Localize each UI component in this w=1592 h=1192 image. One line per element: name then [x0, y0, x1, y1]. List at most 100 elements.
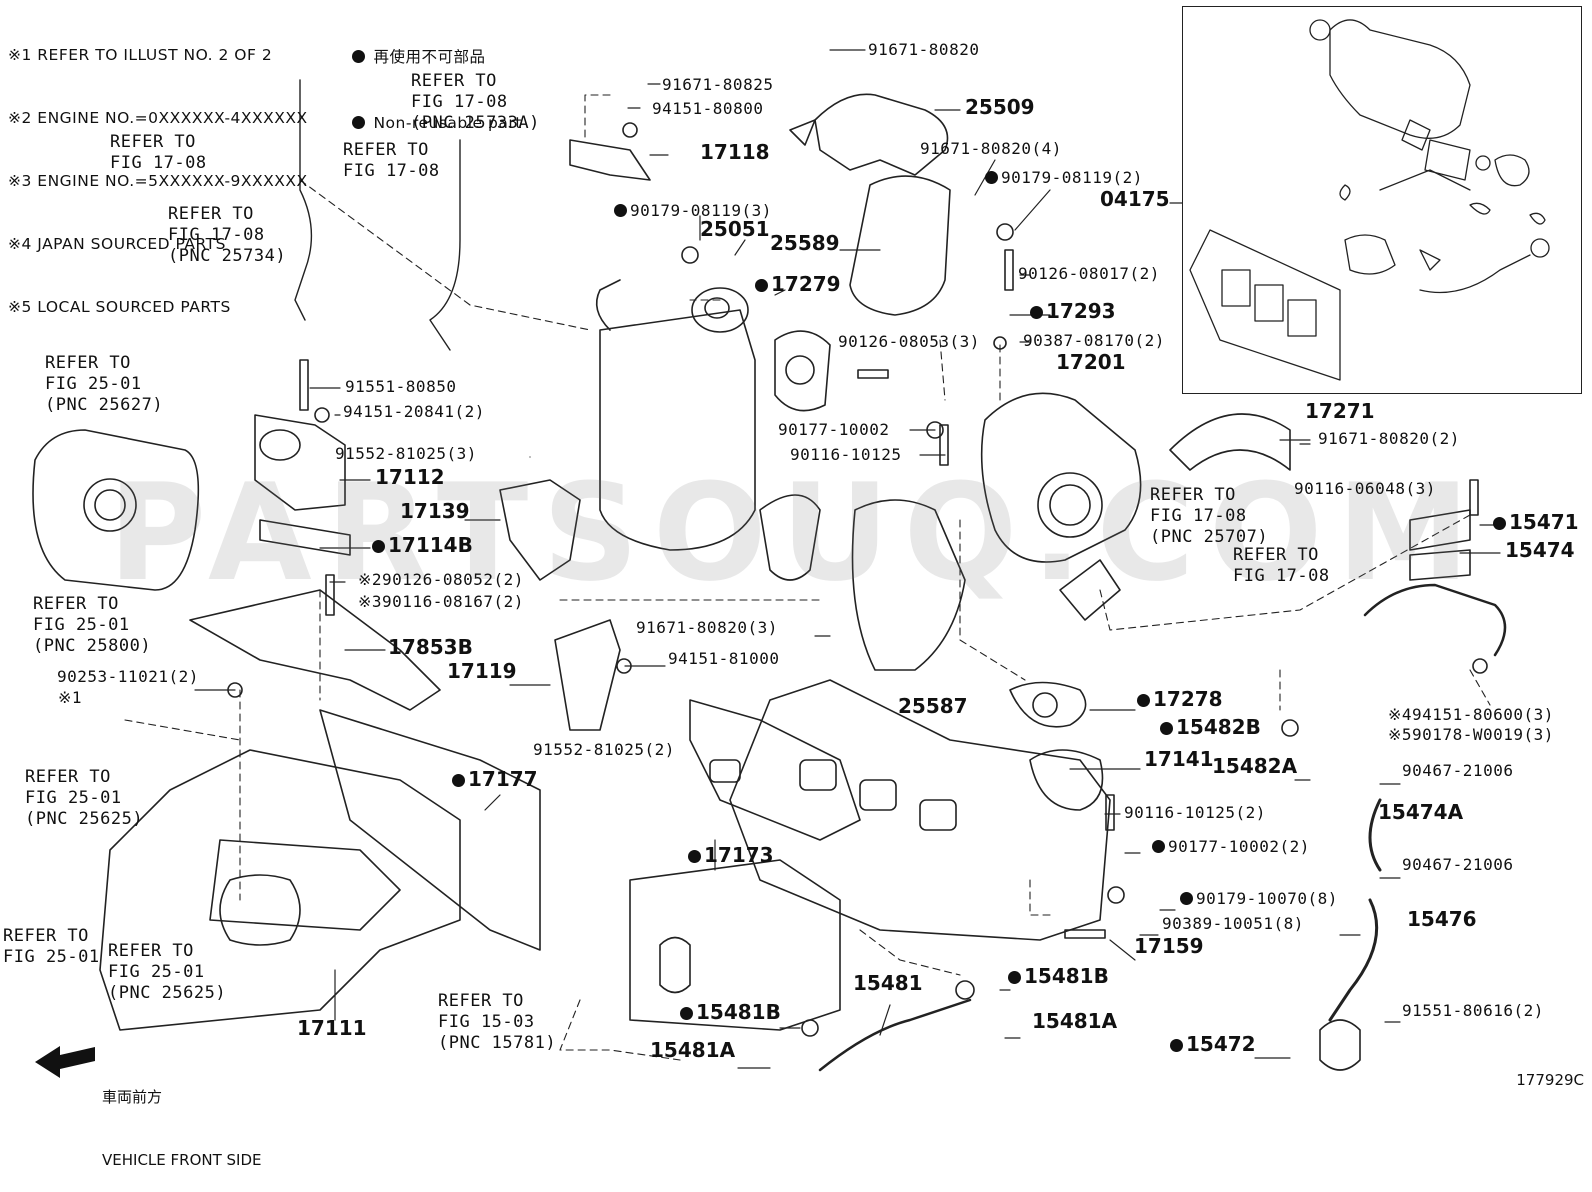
part-17271[interactable]: 17271: [1305, 399, 1375, 423]
part-shapes: [32, 79, 1507, 1072]
note-5: ※5 LOCAL SOURCED PARTS: [8, 298, 231, 316]
note-1: ※1 REFER TO ILLUST NO. 2 OF 2: [8, 46, 273, 64]
part-91671-80820-qty3[interactable]: 91671-80820(3): [636, 618, 778, 637]
part-15481[interactable]: 15481: [853, 971, 923, 995]
part-17293[interactable]: 17293: [1030, 301, 1116, 321]
part-90179-08119-qty2[interactable]: 90179-08119(2): [985, 168, 1143, 187]
part-90387-08170[interactable]: 90387-08170(2): [1023, 331, 1165, 350]
part-90116-08167[interactable]: ※390116-08167(2): [358, 592, 524, 611]
non-reusable-dot-icon: [1170, 1039, 1183, 1052]
non-reusable-dot-icon: [1030, 306, 1043, 319]
refer-fig-25-01[interactable]: REFER TO FIG 25-01: [3, 926, 100, 967]
part-15481a-left[interactable]: 15481A: [650, 1038, 736, 1062]
inset-box: [1182, 6, 1582, 394]
part-90177-10002[interactable]: 90177-10002: [778, 420, 890, 439]
part-90389-10051[interactable]: 90389-10051(8): [1162, 914, 1304, 933]
part-91671-80820-qty4[interactable]: 91671-80820(4): [920, 139, 1062, 158]
part-17112[interactable]: 17112: [375, 465, 445, 489]
part-91551-80616[interactable]: 91551-80616(2): [1402, 1001, 1544, 1020]
part-17141[interactable]: 17141: [1144, 747, 1214, 771]
refer-fig-17-08-pnc-25733a[interactable]: REFER TO FIG 17-08 (PNC 25733A): [411, 71, 540, 133]
part-15482a[interactable]: 15482A: [1212, 754, 1298, 778]
refer-fig-17-08[interactable]: REFER TO FIG 17-08: [1233, 545, 1330, 586]
note-3: ※3 ENGINE NO.=5XXXXXX-9XXXXXX: [8, 172, 308, 190]
part-15481b-right[interactable]: 15481B: [1008, 966, 1109, 986]
part-94151-20841[interactable]: 94151-20841(2): [343, 402, 485, 421]
part-91671-80820[interactable]: 91671-80820: [868, 40, 980, 59]
non-reusable-dot-icon: [1137, 694, 1150, 707]
non-reusable-dot-icon: [452, 774, 465, 787]
non-reusable-dot-icon: [372, 540, 385, 553]
part-90179-10070[interactable]: 90179-10070(8): [1180, 889, 1338, 908]
part-91552-81025-qty3[interactable]: 91552-81025(3): [335, 444, 477, 463]
part-91671-80820-qty2[interactable]: 91671-80820(2): [1318, 429, 1460, 448]
part-91551-80850[interactable]: 91551-80850: [345, 377, 457, 396]
part-17279[interactable]: 17279: [755, 274, 841, 294]
part-15481a-right[interactable]: 15481A: [1032, 1009, 1118, 1033]
part-15481b-left[interactable]: 15481B: [680, 1002, 781, 1022]
part-25051[interactable]: 25051: [700, 217, 770, 241]
refer-fig-17-08-pnc-25734[interactable]: REFER TO FIG 17-08 (PNC 25734): [168, 204, 287, 266]
part-17159[interactable]: 17159: [1134, 934, 1204, 958]
non-reusable-dot-icon: [1008, 971, 1021, 984]
part-17201[interactable]: 17201: [1056, 350, 1126, 374]
part-17118[interactable]: 17118: [700, 140, 770, 164]
part-90177-10002-qty2[interactable]: 90177-10002(2): [1152, 837, 1310, 856]
part-15472[interactable]: 15472: [1170, 1034, 1256, 1054]
part-91671-80825[interactable]: 91671-80825: [662, 75, 774, 94]
vehicle-front-arrow: [35, 1046, 95, 1078]
part-17278[interactable]: 17278: [1137, 689, 1223, 709]
part-90253-11021[interactable]: 90253-11021(2): [57, 667, 199, 686]
note-ref-1: ※1: [58, 688, 83, 707]
illustration-code: 177929C: [1516, 1071, 1584, 1089]
part-04175[interactable]: 04175: [1100, 187, 1170, 211]
vehicle-front-label: 車両前方 VEHICLE FRONT SIDE: [102, 1045, 262, 1192]
part-17119[interactable]: 17119: [447, 659, 517, 683]
part-17853b[interactable]: 17853B: [388, 635, 473, 659]
part-17139[interactable]: 17139: [400, 499, 470, 523]
part-15476[interactable]: 15476: [1407, 907, 1477, 931]
part-90116-06048[interactable]: 90116-06048(3): [1294, 479, 1436, 498]
refer-fig-25-01-pnc-25627[interactable]: REFER TO FIG 25-01 (PNC 25627): [45, 353, 164, 415]
part-90467-21006-lower[interactable]: 90467-21006: [1402, 855, 1514, 874]
part-25509[interactable]: 25509: [965, 95, 1035, 119]
refer-fig-25-01-pnc-25800[interactable]: REFER TO FIG 25-01 (PNC 25800): [33, 594, 152, 656]
refer-fig-25-01-pnc-25625[interactable]: REFER TO FIG 25-01 (PNC 25625): [25, 767, 144, 829]
part-15474[interactable]: 15474: [1505, 538, 1575, 562]
part-17111[interactable]: 17111: [297, 1016, 367, 1040]
non-reusable-dot-icon: [1493, 517, 1506, 530]
refer-fig-17-08[interactable]: REFER TO FIG 17-08: [343, 140, 440, 181]
note-4: ※4 JAPAN SOURCED PARTS: [8, 235, 226, 253]
non-reusable-dot-icon: [1152, 840, 1165, 853]
part-90179-08119-qty3[interactable]: 90179-08119(3): [614, 201, 772, 220]
part-90116-10125[interactable]: 90116-10125: [790, 445, 902, 464]
part-90116-10125-qty2[interactable]: 90116-10125(2): [1124, 803, 1266, 822]
non-reusable-dot-icon: [1180, 892, 1193, 905]
part-94151-80800[interactable]: 94151-80800: [652, 99, 764, 118]
part-25589[interactable]: 25589: [770, 231, 840, 255]
refer-fig-17-08-pnc-25707[interactable]: REFER TO FIG 17-08 (PNC 25707): [1150, 485, 1269, 547]
non-reusable-dot-icon: [1160, 722, 1173, 735]
part-25587[interactable]: 25587: [898, 694, 968, 718]
refer-fig-15-03-pnc-15781[interactable]: REFER TO FIG 15-03 (PNC 15781): [438, 991, 557, 1053]
refer-fig-25-01-pnc-25625[interactable]: REFER TO FIG 25-01 (PNC 25625): [108, 941, 227, 1003]
part-17177[interactable]: 17177: [452, 769, 538, 789]
legend-block: 再使用不可部品 Non-reusable part: [352, 5, 522, 155]
part-15471[interactable]: 15471: [1493, 512, 1579, 532]
part-90126-08053[interactable]: 90126-08053(3): [838, 332, 980, 351]
part-90467-21006-upper[interactable]: 90467-21006: [1402, 761, 1514, 780]
part-90126-08017[interactable]: 90126-08017(2): [1018, 264, 1160, 283]
part-15474a[interactable]: 15474A: [1378, 800, 1464, 824]
non-reusable-dot-icon: [680, 1007, 693, 1020]
part-17173[interactable]: 17173: [688, 845, 774, 865]
note-2: ※2 ENGINE NO.=0XXXXXX-4XXXXXX: [8, 109, 308, 127]
part-91552-81025-qty2[interactable]: 91552-81025(2): [533, 740, 675, 759]
part-94151-80600[interactable]: ※494151-80600(3): [1388, 705, 1554, 724]
part-94151-81000[interactable]: 94151-81000: [668, 649, 780, 668]
part-15482b[interactable]: 15482B: [1160, 717, 1261, 737]
part-90178-w0019[interactable]: ※590178-W0019(3): [1388, 725, 1554, 744]
part-17114b[interactable]: 17114B: [372, 535, 473, 555]
part-90126-08052[interactable]: ※290126-08052(2): [358, 570, 524, 589]
non-reusable-dot-icon: [352, 50, 365, 63]
refer-fig-17-08[interactable]: REFER TO FIG 17-08: [110, 132, 207, 173]
